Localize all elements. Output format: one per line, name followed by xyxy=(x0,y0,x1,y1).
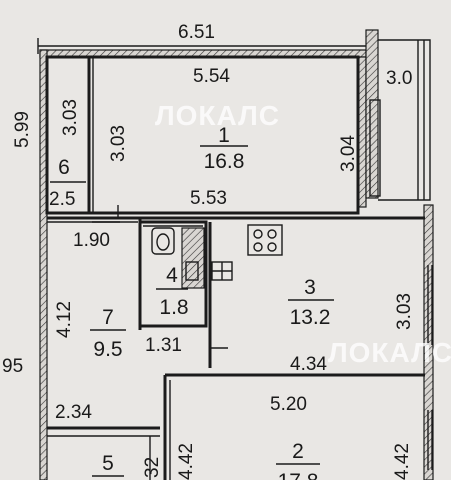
dim-corridor-width: 1.90 xyxy=(73,230,110,251)
dim-room6-height: 3.03 xyxy=(60,99,81,136)
dim-room1-left: 3.03 xyxy=(108,125,129,162)
room-7-label: 7 9.5 xyxy=(90,306,126,361)
dim-left-total: 5.99 xyxy=(12,111,33,148)
balcony xyxy=(369,39,431,201)
bathroom-fixtures xyxy=(151,227,233,289)
outer-walls xyxy=(39,29,434,480)
dim-room3-right: 3.03 xyxy=(394,293,415,330)
watermark-text-2: ЛОКАЛС xyxy=(328,337,451,368)
dim-room1-top: 5.54 xyxy=(193,66,230,87)
room-2-label: 2 17.8 xyxy=(276,440,320,480)
windows xyxy=(427,265,433,470)
dim-room2-right: 4.42 xyxy=(392,443,413,480)
room-6-label: 6 xyxy=(50,156,86,183)
dim-room2-left: 4.42 xyxy=(176,443,197,480)
room-7-area: 9.5 xyxy=(93,338,122,361)
dim-balcony-depth: 3.0 xyxy=(386,68,412,89)
dim-room3-bottom: 4.34 xyxy=(290,354,327,375)
dim-room5-side: 32 xyxy=(142,457,163,478)
dim-hall-width: 2.34 xyxy=(55,402,92,423)
dim-room6-width: 2.5 xyxy=(49,189,75,210)
room-1-area: 16.8 xyxy=(204,150,245,173)
room-5-number: 5 xyxy=(102,452,114,475)
room-3-label: 3 13.2 xyxy=(288,276,334,329)
watermark-text: ЛОКАЛС xyxy=(155,100,280,131)
room-1-number: 1 xyxy=(218,124,230,147)
room-2-area: 17.8 xyxy=(278,470,319,480)
room-1-label: 1 16.8 xyxy=(200,124,248,173)
interior-walls xyxy=(45,55,425,480)
dim-room2-top: 5.20 xyxy=(270,394,307,415)
dim-room1-bottom: 5.53 xyxy=(190,188,227,209)
dim-bath-width: 1.31 xyxy=(145,335,182,356)
dim-top-total: 6.51 xyxy=(178,22,215,43)
room-2-number: 2 xyxy=(292,440,304,463)
room-4-number: 4 xyxy=(166,264,178,287)
room-4-label: 4 1.8 xyxy=(156,264,189,319)
room-6-number: 6 xyxy=(58,156,70,179)
dim-left-partial: 95 xyxy=(2,356,23,377)
room-7-number: 7 xyxy=(102,306,114,329)
dim-room7-height: 4.12 xyxy=(54,301,75,338)
room-4-area: 1.8 xyxy=(159,296,188,319)
stove-icon xyxy=(247,224,283,256)
room-5-label: 5 xyxy=(92,452,124,477)
room-3-area: 13.2 xyxy=(290,306,331,329)
dim-room1-right: 3.04 xyxy=(338,135,359,172)
room-3-number: 3 xyxy=(304,276,316,299)
